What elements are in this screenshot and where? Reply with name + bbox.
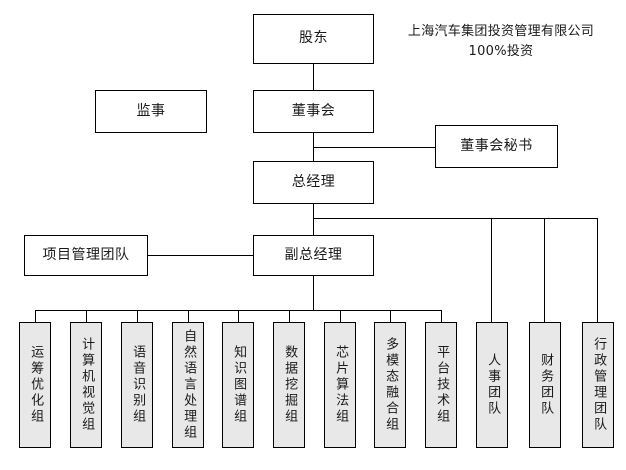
node-board-label: 董事会	[291, 102, 336, 119]
node-department-8[interactable]: 多模态融合组	[374, 322, 406, 448]
node-board[interactable]: 董事会	[253, 90, 374, 133]
node-department-7[interactable]: 芯片算法组	[324, 322, 356, 448]
connector-board-to-secretary	[313, 147, 436, 148]
node-board-secretary-label: 董事会秘书	[460, 137, 533, 154]
connector-deputy-trunk	[313, 275, 314, 311]
node-support-unit-1[interactable]: 人事团队	[476, 322, 508, 448]
connector-dept-drop-5	[238, 310, 239, 322]
connector-support-drop-3	[597, 218, 598, 322]
connector-support-drop-1	[491, 218, 492, 322]
node-department-6-label: 数据挖掘组	[282, 345, 298, 425]
node-department-5-label: 知识图谱组	[231, 345, 247, 425]
node-shareholder-label: 股东	[299, 30, 328, 47]
node-department-4[interactable]: 自然语言处理组	[172, 322, 204, 448]
node-department-2[interactable]: 计算机视觉组	[70, 322, 102, 448]
node-department-1-label: 运筹优化组	[28, 345, 44, 425]
node-department-3-label: 语音识别组	[130, 345, 146, 425]
connector-dept-drop-1	[35, 310, 36, 322]
connector-project-team-to-deputy	[148, 255, 254, 256]
node-general-manager[interactable]: 总经理	[253, 161, 374, 204]
node-department-8-label: 多模态融合组	[383, 337, 399, 433]
node-department-6[interactable]: 数据挖掘组	[273, 322, 305, 448]
connector-dept-drop-7	[340, 310, 341, 322]
node-support-unit-3-label: 行政管理团队	[591, 337, 607, 433]
node-deputy-general-manager-label: 副总经理	[284, 246, 343, 263]
investment-note-line1: 上海汽车集团投资管理有限公司	[407, 24, 595, 39]
node-project-management-team-label: 项目管理团队	[42, 246, 130, 263]
connector-general-manager-trunk	[313, 204, 314, 257]
connector-dept-drop-3	[137, 310, 138, 322]
investment-note: 上海汽车集团投资管理有限公司 100%投资	[385, 22, 617, 61]
connector-dept-drop-8	[390, 310, 391, 322]
connector-dept-drop-2	[86, 310, 87, 322]
node-supervisor-label: 监事	[136, 102, 166, 119]
node-department-1[interactable]: 运筹优化组	[19, 322, 51, 448]
connector-support-bus	[313, 218, 598, 219]
investment-note-line2: 100%投资	[468, 43, 534, 59]
node-support-unit-2-label: 财务团队	[538, 353, 554, 417]
node-department-5[interactable]: 知识图谱组	[222, 322, 254, 448]
node-supervisor[interactable]: 监事	[95, 90, 207, 133]
node-department-9-label: 平台技术组	[434, 345, 450, 425]
connector-shareholder-to-board	[313, 64, 314, 90]
node-department-9[interactable]: 平台技术组	[425, 322, 457, 448]
node-general-manager-label: 总经理	[291, 173, 336, 190]
connector-dept-drop-4	[188, 310, 189, 322]
node-support-unit-3[interactable]: 行政管理团队	[582, 322, 614, 448]
node-department-7-label: 芯片算法组	[333, 345, 349, 425]
node-support-unit-1-label: 人事团队	[485, 353, 501, 417]
node-department-2-label: 计算机视觉组	[79, 337, 95, 433]
connector-dept-drop-9	[441, 310, 442, 322]
connector-support-drop-2	[544, 218, 545, 322]
node-board-secretary[interactable]: 董事会秘书	[435, 125, 558, 168]
node-deputy-general-manager[interactable]: 副总经理	[253, 235, 374, 276]
node-shareholder[interactable]: 股东	[253, 14, 374, 64]
node-project-management-team[interactable]: 项目管理团队	[24, 235, 148, 276]
node-department-3[interactable]: 语音识别组	[121, 322, 153, 448]
connector-dept-drop-6	[289, 310, 290, 322]
node-support-unit-2[interactable]: 财务团队	[529, 322, 561, 448]
node-department-4-label: 自然语言处理组	[181, 329, 197, 441]
